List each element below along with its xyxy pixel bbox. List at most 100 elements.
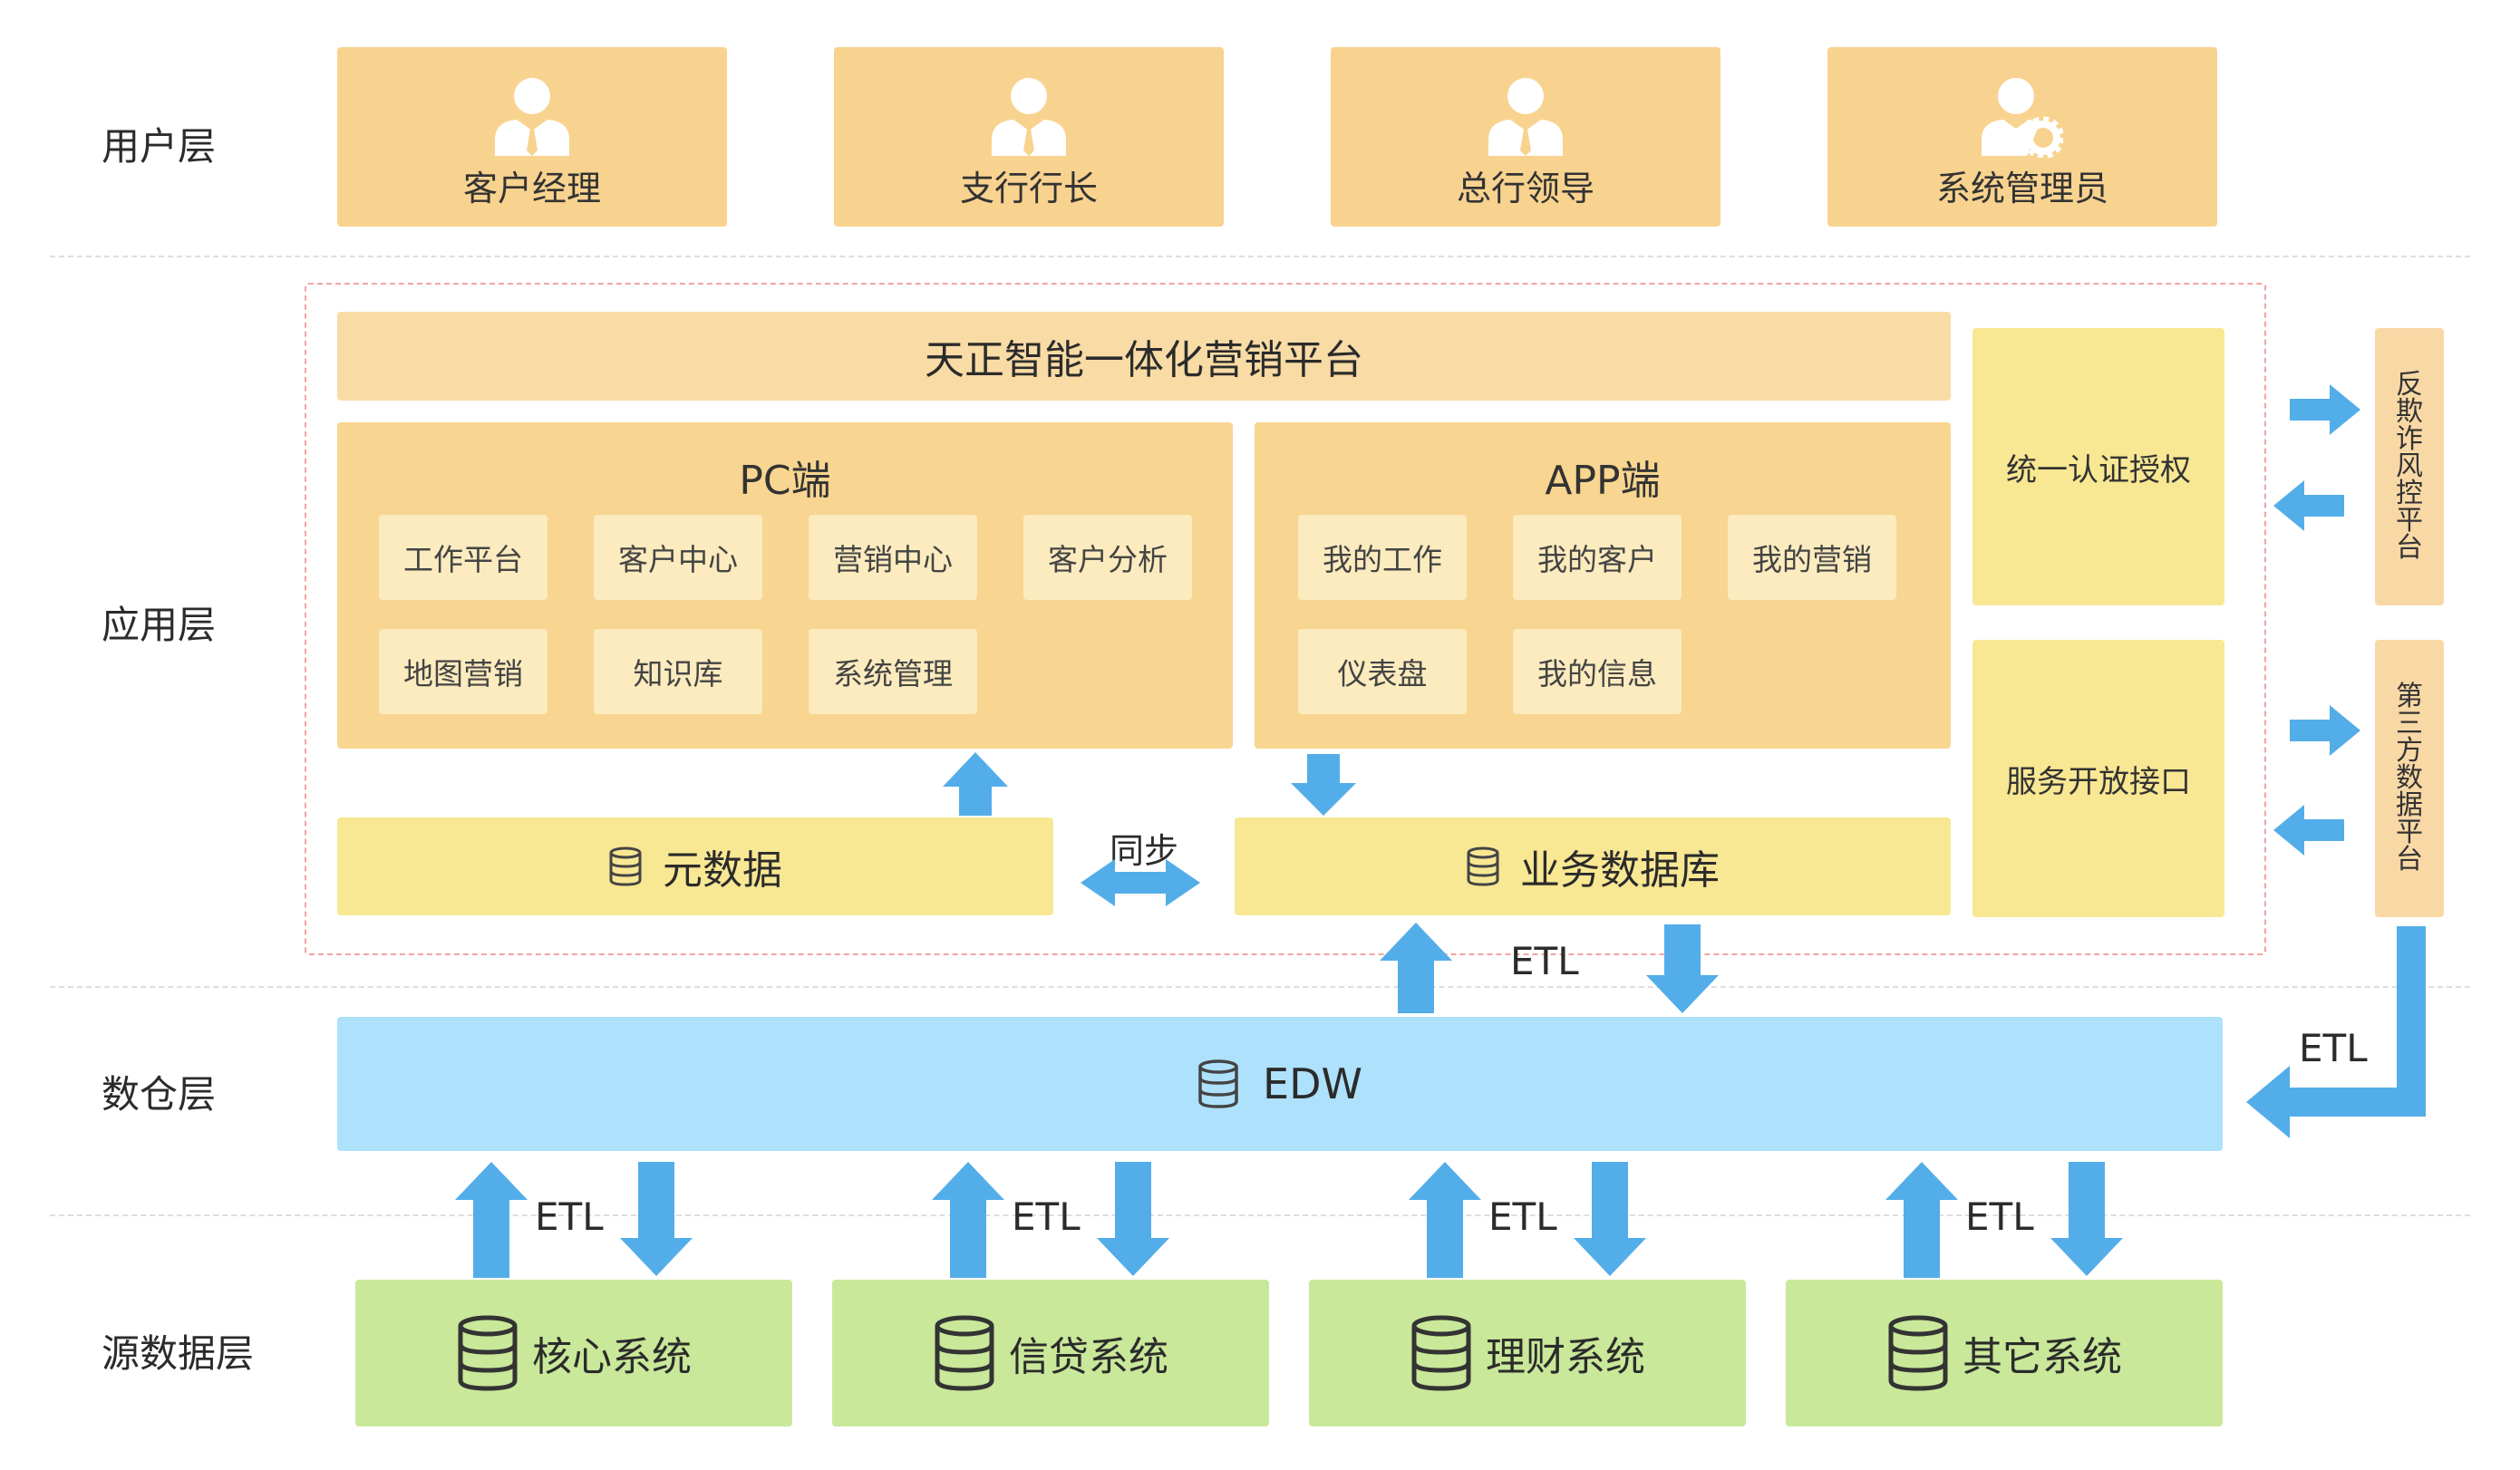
auth-box: 统一认证授权	[1972, 328, 2224, 605]
vertical-char: 台	[2396, 532, 2423, 564]
layer-label-user: 用户层	[102, 124, 217, 169]
etl-label: ETL	[1488, 1194, 1557, 1239]
user-tie-icon	[495, 78, 569, 156]
etl-label: ETL	[535, 1194, 604, 1239]
pc-module: 工作平台	[379, 515, 548, 600]
edw-label: EDW	[1263, 1059, 1362, 1108]
vertical-char: 数	[2396, 762, 2423, 794]
user-label: 客户经理	[462, 169, 601, 208]
vertical-char: 平	[2396, 505, 2423, 537]
arrow-up-icon	[943, 752, 1008, 816]
api-box: 服务开放接口	[1972, 640, 2224, 917]
user-tie-icon	[1488, 78, 1563, 156]
source-system-label: 核心系统	[532, 1334, 692, 1380]
pc-module: 客户中心	[594, 515, 762, 600]
vertical-char: 反	[2396, 369, 2423, 401]
layer-divider	[50, 1214, 2470, 1216]
etl-label: ETL	[2299, 1026, 2368, 1070]
vertical-char: 风	[2396, 450, 2423, 482]
antifraud-platform-label: 反欺诈风控平台	[2396, 372, 2423, 562]
user-tie-icon	[992, 78, 1066, 156]
vertical-char: 第	[2396, 681, 2423, 712]
arrow-down-icon	[1097, 1162, 1169, 1276]
arrow-down-icon	[1574, 1162, 1646, 1276]
layer-divider	[50, 986, 2470, 988]
layer-label-app: 应用层	[102, 603, 217, 647]
thirdparty-platform-label: 第三方数据平台	[2396, 683, 2423, 874]
thirdparty-platform-box: 第三方数据平台	[2375, 640, 2444, 917]
business-database-label: 业务数据库	[1520, 847, 1720, 894]
pc-panel: PC端 工作平台 客户中心 营销中心 客户分析 地图营销 知识库 系统管理	[337, 422, 1233, 749]
user-box-account-manager: 客户经理	[337, 47, 727, 227]
database-icon	[609, 846, 642, 886]
layer-label-source: 源数据层	[102, 1331, 255, 1376]
arrow-down-icon	[1646, 924, 1719, 1013]
arrow-up-icon	[1885, 1162, 1958, 1278]
vertical-char: 欺	[2396, 396, 2423, 428]
arrow-left-icon	[2273, 480, 2344, 531]
metadata-store-label: 元数据	[663, 847, 782, 894]
arrow-left-icon	[2273, 805, 2344, 856]
pc-panel-title: PC端	[739, 458, 831, 504]
app-module: 我的营销	[1728, 515, 1896, 600]
arrow-right-icon	[2290, 705, 2360, 756]
database-icon	[1198, 1059, 1238, 1108]
app-panel-title: APP端	[1545, 458, 1661, 504]
pc-module: 知识库	[594, 629, 762, 714]
layer-label-warehouse: 数仓层	[102, 1072, 217, 1117]
pc-module: 客户分析	[1023, 515, 1192, 600]
antifraud-platform-box: 反欺诈风控平台	[2375, 328, 2444, 605]
vertical-char: 台	[2396, 844, 2423, 875]
metadata-store: 元数据	[337, 817, 1053, 915]
arrow-up-icon	[455, 1162, 528, 1278]
database-icon	[1888, 1315, 1948, 1391]
source-system-wealth: 理财系统	[1309, 1280, 1746, 1426]
arrow-up-icon	[1380, 923, 1452, 1013]
app-module: 仪表盘	[1298, 629, 1467, 714]
etl-label: ETL	[1965, 1194, 2034, 1239]
app-module: 我的客户	[1513, 515, 1682, 600]
database-icon	[458, 1315, 518, 1391]
user-box-hq-leader: 总行领导	[1331, 47, 1720, 227]
user-gear-icon	[1982, 78, 2063, 158]
source-system-label: 其它系统	[1963, 1334, 2122, 1380]
arrow-down-icon	[1291, 754, 1356, 816]
pc-module: 系统管理	[809, 629, 977, 714]
vertical-char: 控	[2396, 478, 2423, 509]
user-box-system-admin: 系统管理员	[1827, 47, 2217, 227]
vertical-char: 平	[2396, 817, 2423, 848]
source-system-core: 核心系统	[355, 1280, 792, 1426]
vertical-char: 三	[2396, 708, 2423, 740]
arrow-double-icon	[1081, 859, 1200, 906]
application-layer-boundary	[305, 283, 2266, 955]
arrow-up-icon	[1409, 1162, 1481, 1278]
arrow-elbow-icon	[2246, 926, 2426, 1138]
arrow-down-icon	[620, 1162, 693, 1276]
user-box-branch-president: 支行行长	[834, 47, 1224, 227]
pc-module: 营销中心	[809, 515, 977, 600]
user-label: 系统管理员	[1935, 169, 2108, 208]
database-icon	[1467, 846, 1499, 886]
arrow-up-icon	[932, 1162, 1004, 1278]
platform-title-bar: 天正智能一体化营销平台	[337, 312, 1951, 401]
app-module: 我的信息	[1513, 629, 1682, 714]
layer-divider	[50, 256, 2470, 257]
arrow-down-icon	[2050, 1162, 2123, 1276]
app-panel: APP端 我的工作 我的客户 我的营销 仪表盘 我的信息	[1255, 422, 1951, 749]
pc-module: 地图营销	[379, 629, 548, 714]
user-label: 支行行长	[959, 169, 1098, 208]
database-icon	[935, 1315, 994, 1391]
user-label: 总行领导	[1456, 169, 1594, 208]
database-icon	[1411, 1315, 1471, 1391]
etl-label: ETL	[1510, 939, 1579, 983]
source-system-label: 理财系统	[1486, 1334, 1645, 1380]
app-module: 我的工作	[1298, 515, 1467, 600]
source-system-credit: 信贷系统	[832, 1280, 1269, 1426]
vertical-char: 据	[2396, 789, 2423, 821]
arrow-right-icon	[2290, 384, 2360, 435]
source-system-label: 信贷系统	[1009, 1334, 1168, 1380]
vertical-char: 诈	[2396, 423, 2423, 455]
source-system-other: 其它系统	[1786, 1280, 2223, 1426]
etl-label: ETL	[1012, 1194, 1081, 1239]
